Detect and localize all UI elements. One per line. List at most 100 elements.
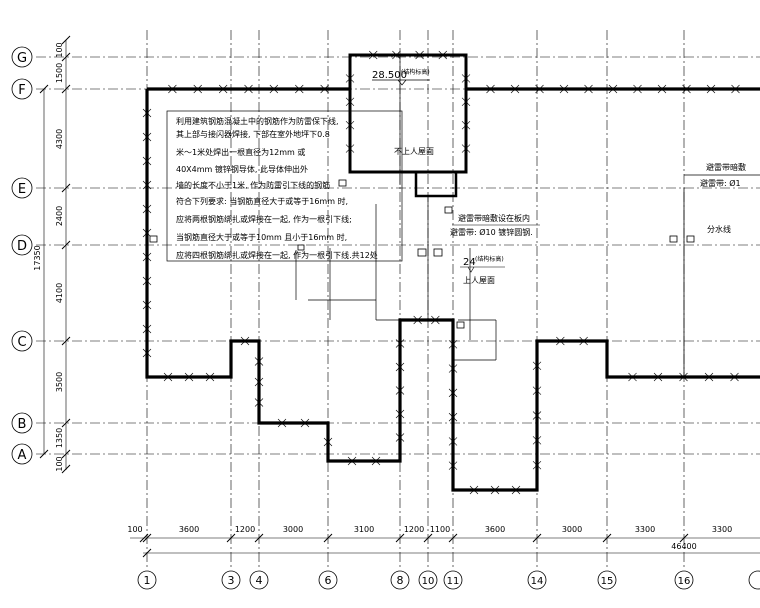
- svg-text:14: 14: [531, 576, 544, 587]
- support-x-mark: [371, 456, 381, 466]
- stair-tower: [348, 53, 468, 174]
- column-axis-bubbles: 1 3 4 6 8 10 11 14: [137, 570, 760, 590]
- support-x-mark: [706, 84, 716, 94]
- support-x-mark: [347, 456, 357, 466]
- support-x-mark: [142, 276, 152, 286]
- support-x-mark: [345, 144, 355, 153]
- axis-bubble-1: 1: [137, 570, 157, 590]
- svg-text:其上部与接闪器焊接, 下部在室外地坪下0.8: 其上部与接闪器焊接, 下部在室外地坪下0.8: [176, 129, 330, 139]
- support-x-mark: [448, 340, 458, 349]
- support-x-mark: [142, 348, 152, 358]
- support-x-mark: [461, 97, 471, 107]
- support-x-mark: [295, 84, 304, 94]
- support-x-mark: [142, 228, 152, 238]
- note-box: [166, 110, 403, 262]
- axis-bubble-8: 8: [390, 570, 410, 590]
- support-x-mark: [490, 485, 500, 495]
- axis-bubble-3: 3: [221, 570, 241, 590]
- svg-text:1200: 1200: [404, 525, 424, 534]
- elevation-marker-mid: 24 (结构标高) 上人屋面: [460, 255, 505, 285]
- support-x-mark: [448, 437, 458, 446]
- support-x-mark: [254, 377, 264, 387]
- svg-text:G: G: [17, 51, 27, 66]
- left-dimension-text: 100 1500 4300 2400 4100 3500 1350 100 17…: [33, 42, 64, 471]
- support-x-mark: [532, 411, 542, 420]
- support-x-mark: [608, 84, 618, 94]
- svg-text:F: F: [18, 83, 25, 98]
- support-x-mark: [142, 252, 152, 262]
- support-x-mark: [320, 84, 329, 94]
- svg-text:A: A: [18, 448, 27, 463]
- support-x-mark: [395, 339, 405, 348]
- svg-text:(结构标高): (结构标高): [401, 68, 430, 76]
- left-dimension-lines: [39, 35, 71, 474]
- svg-text:4100: 4100: [55, 283, 64, 303]
- svg-text:应将四根钢筋绑扎或焊接在一起, 作为一根引下线.共12处: 应将四根钢筋绑扎或焊接在一起, 作为一根引下线.共12处: [176, 250, 378, 260]
- support-x-mark: [142, 204, 152, 214]
- support-x-mark: [142, 132, 152, 142]
- support-x-mark: [345, 120, 355, 130]
- svg-text:避雷带: Ø10 镀锌圆钢.: 避雷带: Ø10 镀锌圆钢.: [450, 227, 533, 237]
- support-x-mark: [300, 418, 310, 428]
- axis-bubble-15: 15: [597, 570, 617, 590]
- support-x-mark: [730, 372, 739, 382]
- axis-bubble-10: 10: [418, 570, 438, 590]
- svg-text:1100: 1100: [430, 525, 450, 534]
- svg-text:避雷带: Ø1: 避雷带: Ø1: [700, 178, 741, 188]
- support-x-mark: [395, 433, 405, 442]
- support-x-mark: [682, 84, 691, 94]
- support-x-mark: [415, 50, 424, 60]
- support-x-mark: [559, 84, 569, 94]
- support-x-mark: [413, 315, 422, 325]
- support-x-mark: [277, 418, 287, 428]
- support-x-mark: [535, 84, 544, 94]
- svg-text:100: 100: [55, 42, 64, 57]
- axis-bubble-b: B: [11, 412, 33, 434]
- support-x-mark: [653, 372, 663, 382]
- support-x-mark: [163, 372, 173, 382]
- bottom-dimension-lines: [130, 533, 760, 558]
- support-x-mark: [142, 180, 152, 190]
- support-x-mark: [510, 84, 520, 94]
- support-x-mark: [448, 412, 458, 422]
- support-x-mark: [218, 84, 228, 94]
- svg-text:墙的长度不小于1米, 作为防雷引下线的钢筋: 墙的长度不小于1米, 作为防雷引下线的钢筋: [176, 180, 330, 190]
- support-x-mark: [584, 84, 593, 94]
- support-x-mark: [511, 485, 521, 495]
- support-x-mark: [486, 84, 495, 94]
- svg-text:8: 8: [397, 574, 404, 587]
- support-x-mark: [254, 398, 264, 407]
- support-x-mark: [205, 372, 215, 382]
- svg-text:3300: 3300: [712, 525, 732, 534]
- support-x-mark: [142, 324, 152, 334]
- support-x-mark: [395, 362, 405, 372]
- support-x-mark: [731, 84, 740, 94]
- svg-text:D: D: [17, 239, 27, 254]
- support-x-mark: [628, 372, 637, 382]
- svg-text:3100: 3100: [354, 525, 374, 534]
- support-x-mark: [469, 485, 479, 495]
- svg-text:应将两根钢筋绑扎或焊接在一起, 作为一根引下线;: 应将两根钢筋绑扎或焊接在一起, 作为一根引下线;: [176, 214, 352, 224]
- axis-bubble-11: 11: [443, 570, 463, 590]
- design-note: 利用建筑钢筋混凝土中的钢筋作为防雷保下线, 其上部与接闪器焊接, 下部在室外地坪…: [176, 116, 378, 260]
- svg-text:3500: 3500: [55, 372, 64, 392]
- support-x-mark: [461, 120, 471, 130]
- support-marks: [142, 50, 740, 495]
- support-x-mark: [532, 386, 542, 395]
- svg-text:3600: 3600: [179, 525, 199, 534]
- bottom-dimension-text: 100 3600 1200 3000 3100 1200 1100 3600 3…: [127, 525, 732, 551]
- support-x-mark: [142, 108, 152, 118]
- svg-text:1350: 1350: [55, 428, 64, 448]
- svg-text:17350: 17350: [33, 245, 42, 270]
- support-x-mark: [240, 336, 250, 346]
- svg-text:米～1米处焊出一根直径为12mm 或: 米～1米处焊出一根直径为12mm 或: [176, 147, 305, 157]
- conductor-note-right: 避雷带暗敷 避雷带: Ø1: [700, 162, 746, 188]
- support-x-mark: [184, 372, 194, 382]
- support-x-mark: [392, 50, 401, 60]
- svg-text:3000: 3000: [562, 525, 582, 534]
- svg-text:利用建筑钢筋混凝土中的钢筋作为防雷保下线,: 利用建筑钢筋混凝土中的钢筋作为防雷保下线,: [176, 116, 339, 126]
- svg-text:1200: 1200: [235, 525, 255, 534]
- svg-text:100: 100: [127, 525, 142, 534]
- svg-text:3600: 3600: [485, 525, 505, 534]
- svg-text:3: 3: [228, 574, 235, 587]
